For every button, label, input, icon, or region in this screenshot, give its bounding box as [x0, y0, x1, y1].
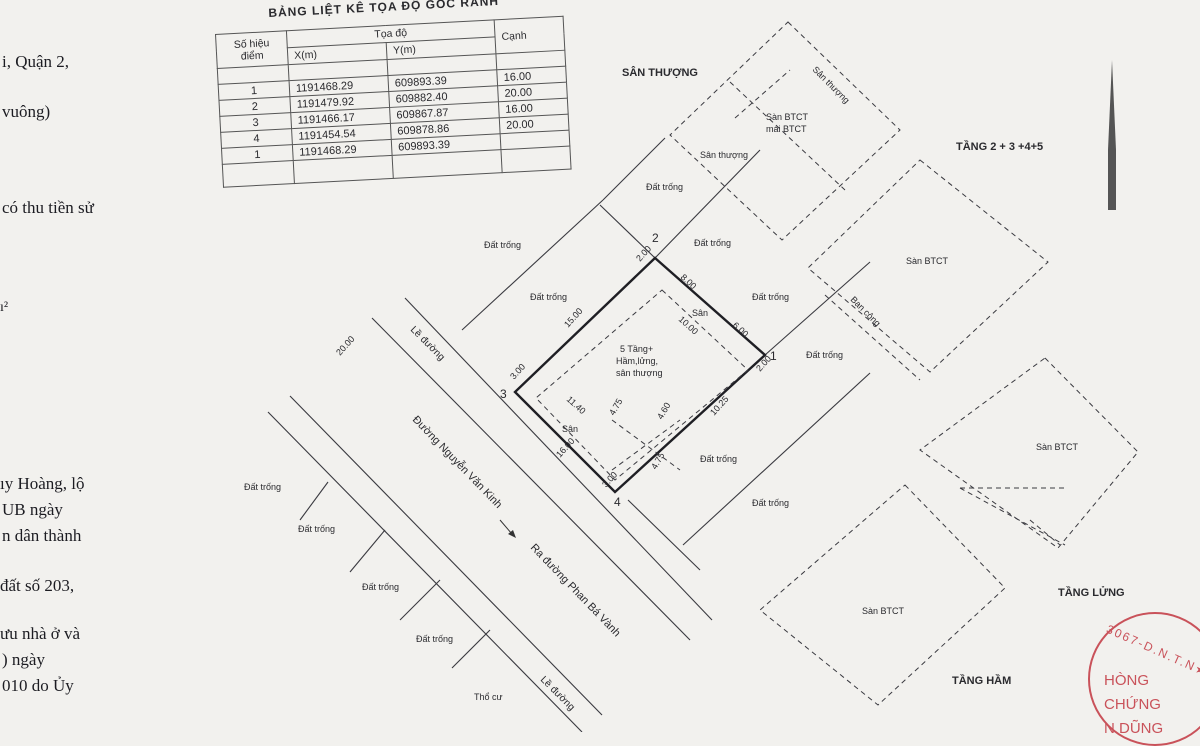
text-line: có thu tiền sử — [2, 198, 94, 217]
dim-label: 11.40 — [565, 394, 588, 416]
vacant-lot-label: Đất trống — [646, 182, 683, 192]
main-lot-boundary — [513, 256, 767, 494]
lot-label: sân thượng — [616, 368, 662, 378]
vacant-lot-label: Đất trống — [362, 582, 399, 592]
street-width-label: 20.00 — [334, 334, 357, 357]
notary-stamp: 3067-D.N.T.N★ HÒNG CHỨNG N DŨNG — [1088, 612, 1200, 746]
street-edge-line — [267, 411, 583, 732]
sidewalk-label: Lề đường — [408, 324, 447, 363]
north-arrow-icon — [1108, 60, 1116, 210]
residential-label: Thổ cư — [474, 692, 503, 702]
dim-label: 10.25 — [708, 394, 731, 417]
vacant-lot-label: Đất trống — [752, 498, 789, 508]
dim-label: 15.00 — [562, 306, 585, 329]
street-name-label: Đường Nguyễn Văn Kinh — [410, 413, 505, 511]
vacant-lot-label: Đất trống — [484, 240, 521, 250]
floor-2-5-slab-label: Sàn BTCT — [906, 256, 949, 266]
mezzanine-slab-label: Sàn BTCT — [1036, 442, 1079, 452]
basement-slab-label: Sàn BTCT — [862, 606, 905, 616]
floor-2-5-title: TẦNG 2 + 3 +4+5 — [956, 140, 1043, 153]
vertex-3-label: 3 — [500, 387, 507, 401]
text-line: i, Quận 2, — [2, 52, 70, 71]
basement-title: TẦNG HẦM — [952, 674, 1011, 687]
dim-label: 6.00 — [731, 320, 751, 339]
yard-label: Sân — [562, 424, 578, 434]
street-edge-line — [404, 297, 713, 621]
vacant-lot-label: Đất trống — [530, 292, 567, 302]
stamp-number: 3067-D.N.T.N★ — [1104, 622, 1200, 680]
balcony-label: Ban công — [849, 294, 883, 328]
dim-label: 16.00 — [554, 436, 577, 459]
vacant-lot-label: Đất trống — [700, 454, 737, 464]
vacant-lot-label: Đất trống — [694, 238, 731, 248]
vacant-lot-label: Đất trống — [298, 524, 335, 534]
vacant-lot-label: Đất trống — [416, 634, 453, 644]
text-line: ı² — [0, 300, 9, 315]
vacant-lot-label: Đất trống — [244, 482, 281, 492]
dim-label: 3.00 — [600, 470, 619, 490]
mezzanine-plan — [919, 357, 1139, 549]
vacant-lot-label: Đất trống — [752, 292, 789, 302]
basement-plan — [759, 484, 1006, 706]
floor-2-5-plan — [807, 159, 1049, 381]
vertex-2-label: 2 — [652, 231, 659, 245]
dim-label: 4.75 — [649, 451, 666, 471]
vacant-lot-label: Đất trống — [806, 350, 843, 360]
vertex-1-label: 1 — [770, 349, 777, 363]
stamp-line: CHỨNG — [1104, 696, 1161, 713]
dim-label: 4.60 — [655, 401, 672, 421]
text-line: đất số 203, — [0, 576, 75, 595]
mezzanine-title: TẦNG LỬNG — [1058, 586, 1125, 599]
text-line: ưu nhà ở và — [0, 624, 81, 643]
rooftop-roof-label: mái BTCT — [766, 124, 807, 134]
dim-label: 3.00 — [508, 362, 527, 382]
vertex-4-label: 4 — [614, 495, 621, 509]
direction-arrow-icon — [499, 519, 516, 538]
dim-label: 2.00 — [634, 244, 653, 264]
dim-label: 4.75 — [607, 397, 624, 417]
yard-label: Sân — [692, 308, 708, 318]
text-line: ) ngày — [2, 650, 45, 669]
text-line: 010 do Ủy — [2, 676, 74, 695]
stamp-line: HÒNG — [1104, 672, 1149, 689]
text-line: vuông) — [2, 102, 51, 121]
lot-label: 5 Tầng+ — [620, 344, 653, 354]
text-line: n dân thành — [2, 526, 82, 545]
stamp-line: N DŨNG — [1104, 720, 1164, 737]
rooftop-plan — [669, 21, 901, 241]
dim-label: 8.00 — [679, 272, 699, 291]
lot-label: Hầm,lửng, — [616, 356, 658, 366]
rooftop-slab-label: Sàn BTCT — [766, 112, 809, 122]
text-line: UB ngày — [2, 500, 63, 519]
rooftop-title: SÂN THƯỢNG — [622, 66, 698, 79]
rooftop-terrace-label: Sân thượng — [811, 64, 852, 105]
text-line: ıy Hoàng, lộ — [0, 474, 85, 493]
rooftop-terrace-label: Sân thượng — [700, 150, 748, 160]
street-exit-label: Ra đường Phan Bá Vành — [528, 542, 623, 640]
